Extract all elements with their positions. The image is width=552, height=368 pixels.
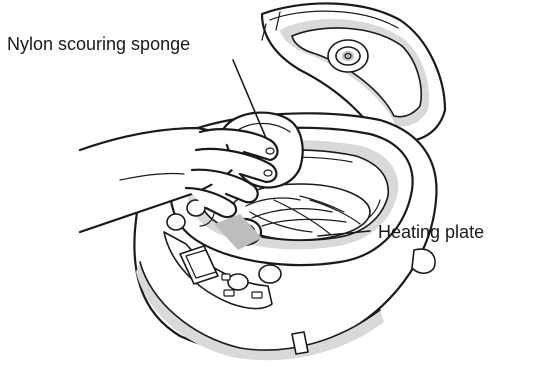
- steam-vent: [328, 40, 368, 72]
- button-d: [259, 265, 281, 283]
- button-a: [167, 214, 185, 230]
- heating-plate-label: Heating plate: [378, 223, 484, 241]
- button-c: [228, 274, 248, 290]
- sponge-label: Nylon scouring sponge: [7, 35, 190, 53]
